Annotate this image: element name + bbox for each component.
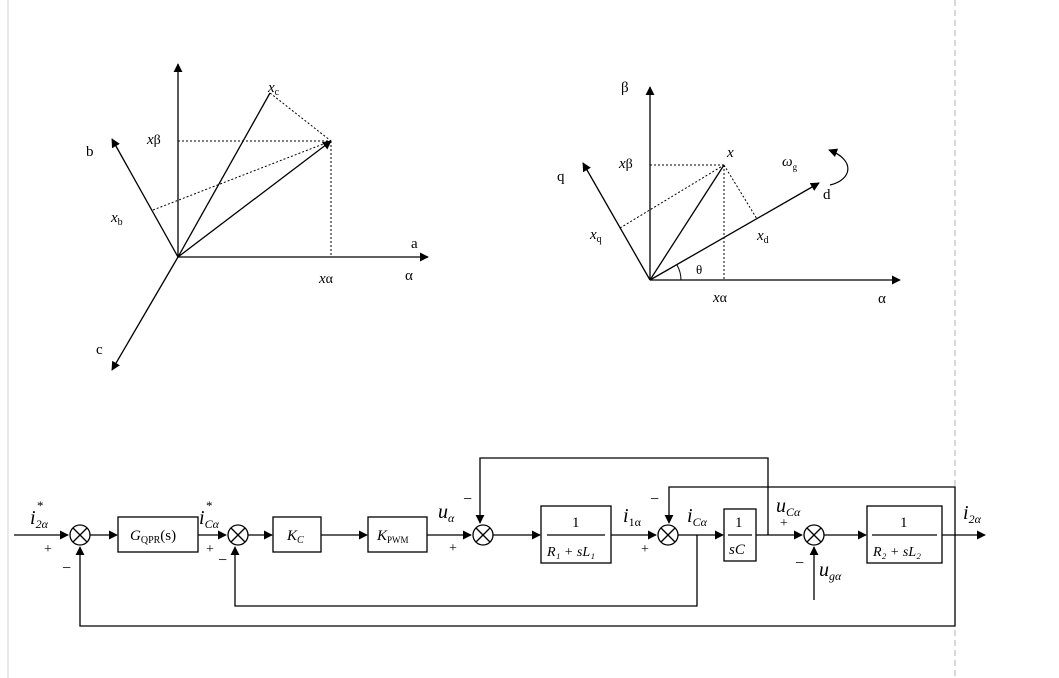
s2-minus: − — [218, 552, 227, 569]
tf2-denominator: sC — [729, 542, 746, 558]
control-block-diagram — [14, 457, 986, 627]
abc-vector-diagram — [111, 63, 429, 371]
d-axis — [649, 182, 820, 281]
uc-alpha-label: uCα — [776, 495, 801, 519]
s5-plus: + — [780, 516, 788, 531]
kpwm-label: KPWM — [376, 528, 409, 545]
tf3-numerator: 1 — [900, 515, 908, 531]
d-label: d — [823, 187, 831, 203]
b-axis — [111, 138, 179, 258]
gqpr-label: GQPR(s) — [130, 528, 176, 546]
x-vector — [177, 140, 332, 258]
sum-junction-3 — [472, 524, 494, 546]
axis-alpha-label: α — [405, 268, 413, 284]
s5-minus: − — [795, 555, 804, 572]
sum-junction-5 — [803, 524, 825, 546]
sum-junction-2 — [227, 524, 249, 546]
dq-x-label: x — [726, 145, 734, 161]
s2-plus: + — [206, 542, 214, 557]
ic-ref-sup: * — [206, 498, 213, 513]
dq-labels: β α q d x xβ xq xd xα ωg θ — [557, 80, 886, 307]
feedback-ic-loop — [230, 535, 698, 607]
feedback-uc-to-s3 — [475, 457, 769, 535]
ug-alpha-label: ugα — [819, 559, 842, 583]
proj-b — [152, 140, 332, 211]
s3-plus: + — [449, 541, 457, 556]
dq-alpha-label: α — [878, 291, 886, 307]
abc-labels: a α b c xc xβ xb xα — [86, 80, 418, 358]
s1-plus: + — [44, 542, 52, 557]
rotation-arrow-icon — [828, 148, 849, 186]
c-axis — [111, 256, 179, 371]
dq-proj-q — [619, 164, 725, 229]
theta-label: θ — [696, 262, 702, 277]
feedback-i2-to-s4 — [664, 486, 956, 535]
tf1-numerator: 1 — [572, 515, 580, 531]
input-sup: * — [37, 498, 44, 513]
xb-label: xb — [110, 210, 123, 228]
s4-plus: + — [641, 542, 649, 557]
q-label: q — [557, 169, 565, 185]
tf2-numerator: 1 — [735, 515, 743, 531]
sum-junction-1 — [69, 524, 91, 546]
tf1-denominator: R₁ + sL₁ — [546, 545, 595, 560]
i1-alpha-label: i1α — [623, 505, 642, 529]
omega-label: ωg — [782, 154, 798, 172]
block-labels: i2α * + − GQPR(s) iCα * + − KC KPWM uα +… — [30, 491, 982, 583]
dq-beta-label: β — [621, 80, 629, 96]
u-alpha-label: uα — [438, 501, 455, 525]
xc-line — [177, 92, 271, 258]
dq-x-vector — [649, 164, 725, 281]
s4-minus: − — [650, 491, 659, 508]
q-axis — [582, 162, 651, 281]
axis-a-label: a — [411, 236, 418, 252]
dq-xalpha-label: xα — [712, 290, 728, 306]
xc-label: xc — [267, 80, 280, 98]
xbeta-label: xβ — [146, 132, 161, 148]
ic-alpha-label: iCα — [687, 505, 708, 529]
ic-ref-label: iCα — [199, 507, 220, 531]
sum-junction-4 — [657, 524, 679, 546]
axis-c-label: c — [96, 342, 103, 358]
kc-label: KC — [286, 528, 304, 546]
s3-minus: − — [463, 491, 472, 508]
dq-vector-diagram — [582, 86, 901, 285]
tf3-denominator: R₂ + sL₂ — [872, 545, 921, 560]
theta-arc — [676, 264, 682, 281]
feedback-i2-loop — [75, 535, 956, 627]
xd-label: xd — [756, 228, 769, 246]
xq-label: xq — [589, 227, 602, 245]
input-label: i2α — [30, 507, 49, 531]
output-label: i2α — [963, 502, 982, 526]
proj-c — [269, 92, 332, 142]
axis-b-label: b — [86, 144, 94, 160]
dq-xbeta-label: xβ — [618, 156, 633, 172]
xalpha-label: xα — [318, 271, 334, 287]
dq-proj-d — [723, 164, 758, 220]
s1-minus: − — [62, 560, 71, 577]
